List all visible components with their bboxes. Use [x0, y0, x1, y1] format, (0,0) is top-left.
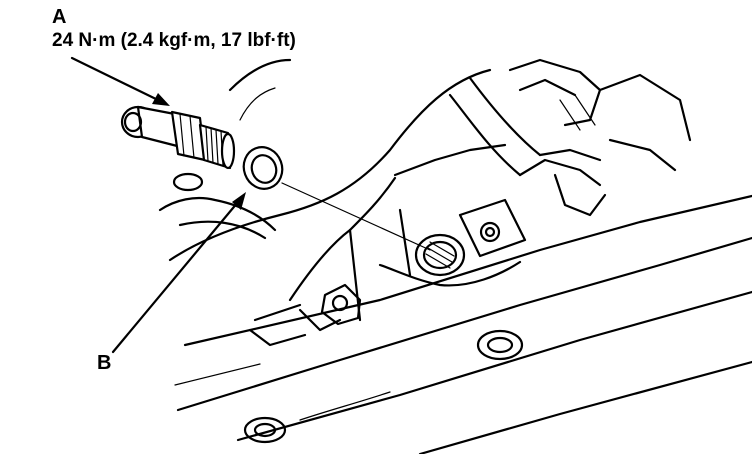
alignment-line [281, 182, 431, 251]
torque-spec-label: 24 N·m (2.4 kgf·m, 17 lbf·ft) [52, 30, 296, 51]
callout-a-letter: A [52, 6, 67, 28]
leader-arrow-a [70, 56, 170, 106]
transmission-housing [158, 58, 752, 456]
part-b-washer [242, 146, 284, 190]
part-a-sensor [120, 105, 236, 170]
callout-b-letter: B [97, 352, 112, 374]
leader-arrow-b [111, 192, 246, 354]
